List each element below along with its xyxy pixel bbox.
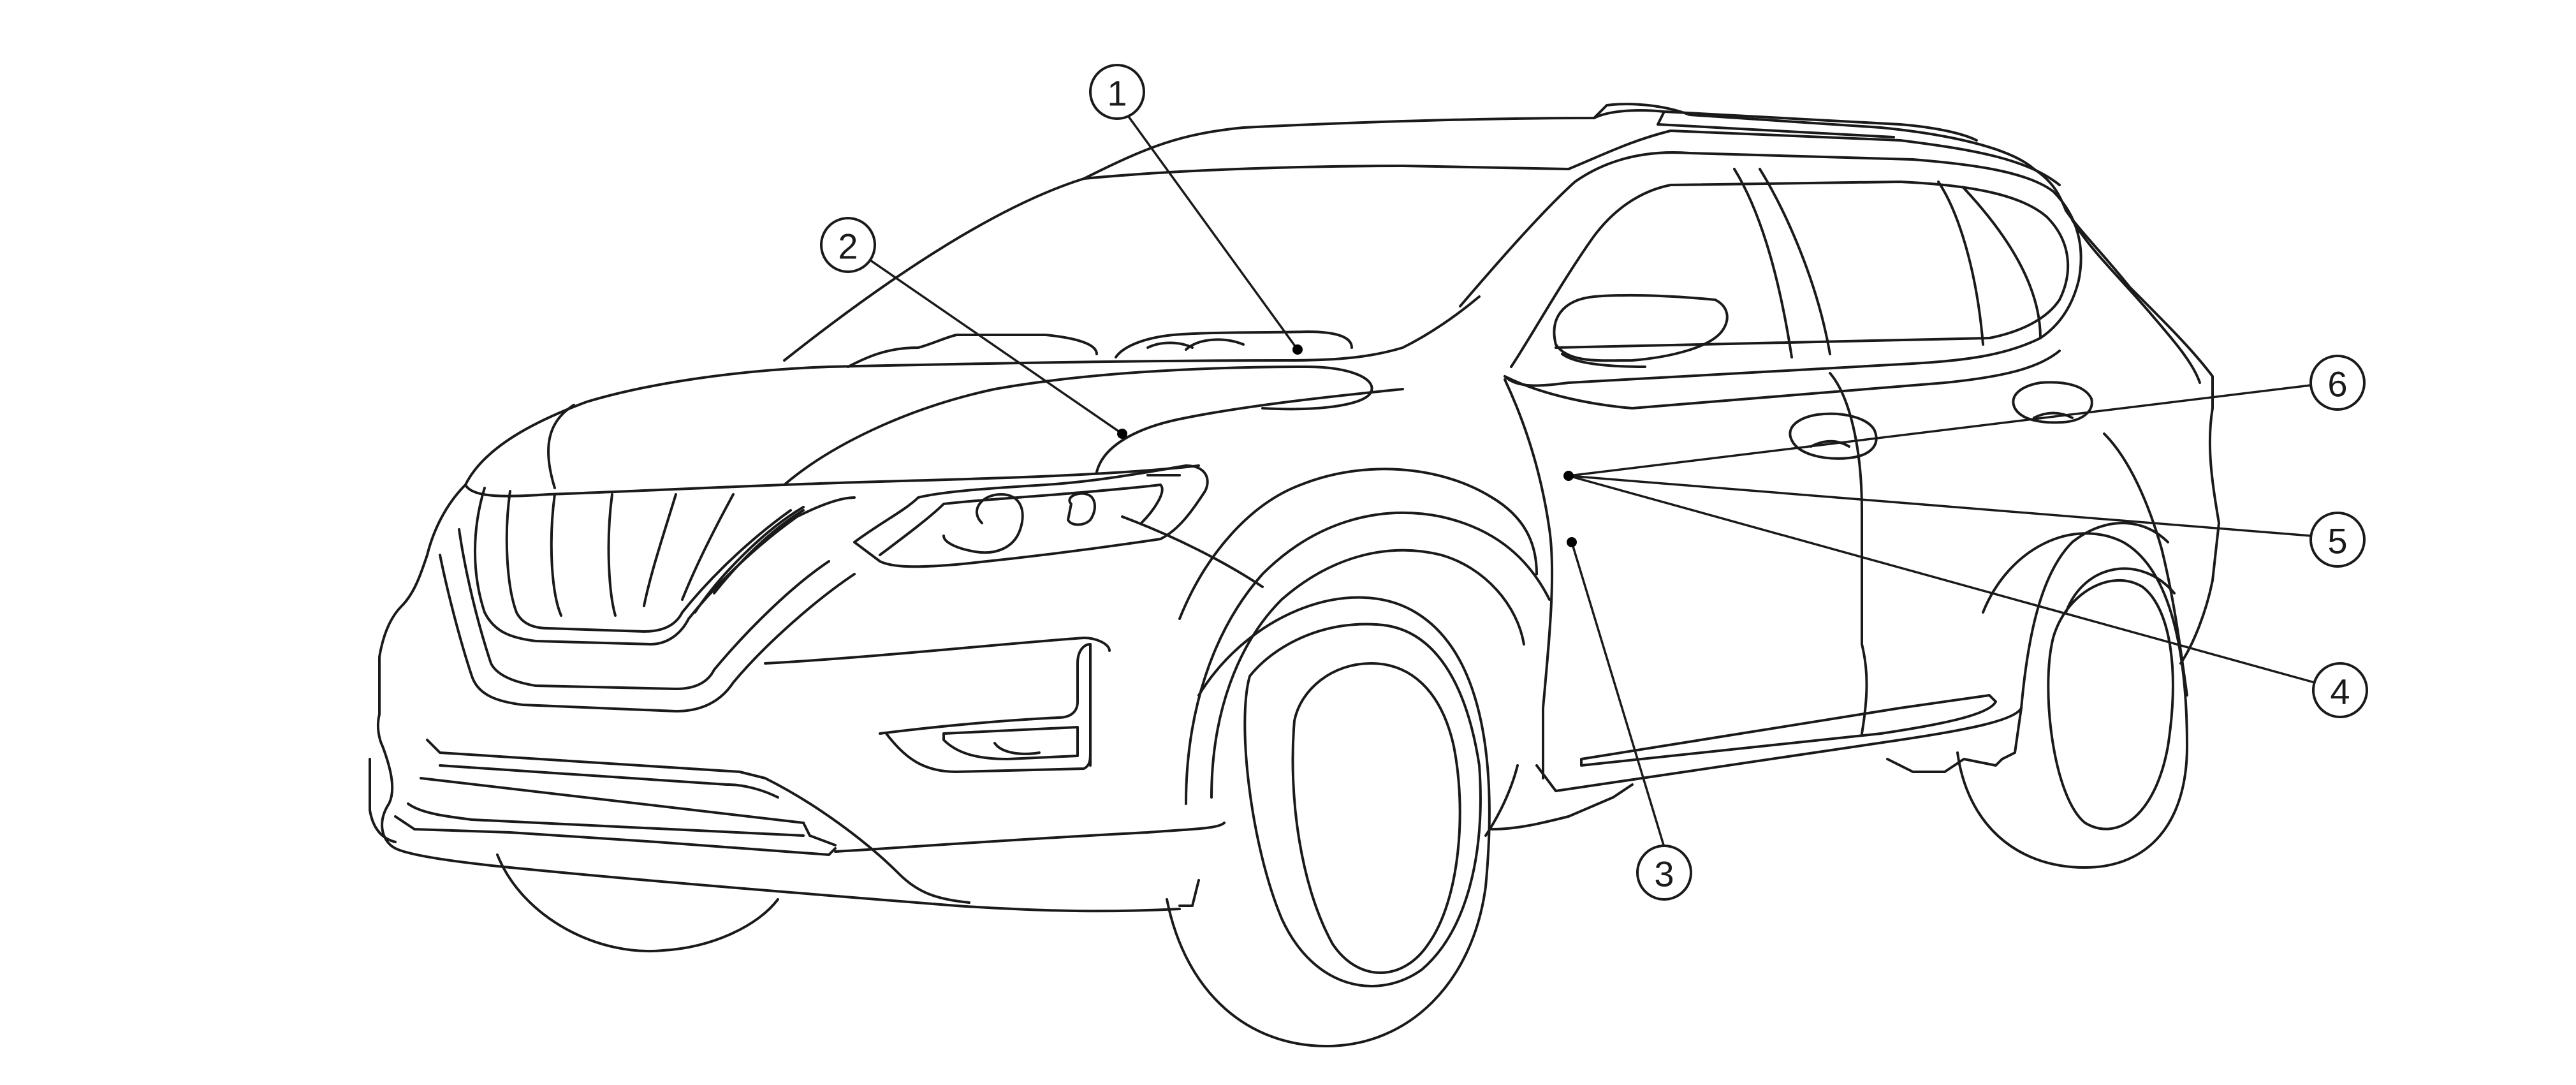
leader-1: [1116, 100, 1299, 351]
vehicle-body: [369, 103, 2220, 913]
callout-2: 2: [820, 217, 876, 273]
callout-4-label: 4: [2330, 672, 2350, 712]
leader-lines: [847, 100, 2315, 848]
rear-wheel: [1956, 532, 2188, 869]
leader-dot-2: [1117, 429, 1127, 439]
leader-6: [1568, 384, 2311, 477]
callouts: 1 2 3 4 5 6: [820, 64, 2368, 901]
front-wheel: [1166, 596, 1491, 1047]
leader-2: [847, 244, 1123, 435]
leader-3: [1570, 542, 1665, 848]
callout-6-label: 6: [2327, 364, 2347, 404]
callout-1-label: 1: [1107, 73, 1127, 114]
callout-5-label: 5: [2327, 521, 2347, 561]
vehicle-illustration: [369, 103, 2220, 1047]
leader-dot-3: [1567, 537, 1577, 547]
callout-1: 1: [1089, 64, 1145, 120]
front-underbody: [496, 853, 779, 953]
leader-dot-1: [1292, 344, 1303, 355]
headlamp: [853, 464, 1209, 568]
callout-5: 5: [2309, 512, 2366, 568]
leader-4: [1568, 475, 2315, 684]
callout-6: 6: [2309, 355, 2366, 411]
leader-5: [1568, 475, 2311, 537]
callout-4: 4: [2312, 662, 2368, 718]
callout-3: 3: [1636, 845, 1692, 901]
leader-dot-456: [1563, 471, 1574, 481]
callout-2-label: 2: [838, 226, 858, 267]
callout-3-label: 3: [1654, 854, 1674, 894]
